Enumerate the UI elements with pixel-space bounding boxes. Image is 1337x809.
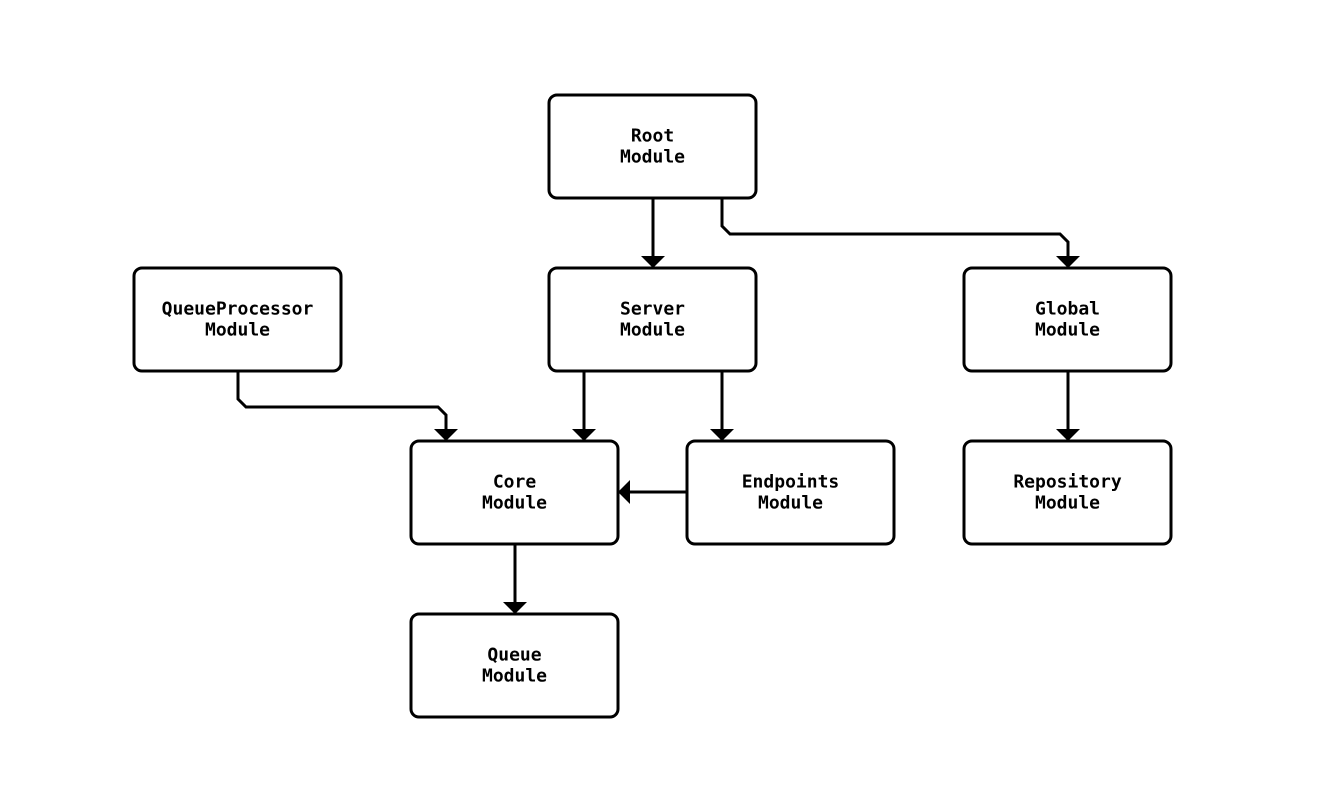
arrowhead-icon (710, 429, 734, 441)
node-box (547, 93, 758, 200)
node-box (409, 612, 620, 719)
node-box (685, 439, 896, 546)
node-label-line: Global (1035, 299, 1100, 320)
arrowhead-icon (572, 429, 596, 441)
node-label-line: Module (758, 493, 823, 514)
arrowhead-icon (503, 602, 527, 614)
node-label-line: Endpoints (742, 472, 840, 493)
node-label-line: Module (205, 320, 270, 341)
arrowhead-icon (1056, 256, 1080, 268)
node-label-line: QueueProcessor (162, 299, 314, 320)
node-label-line: Core (493, 472, 537, 493)
edge-server-core (572, 371, 596, 441)
arrowhead-icon (618, 480, 630, 504)
edge-server-endpoints (710, 371, 734, 441)
node-label-line: Module (620, 147, 685, 168)
node-label-line: Module (1035, 320, 1100, 341)
edge-root-server (641, 198, 665, 268)
node-label-line: Module (482, 666, 547, 687)
edge-endpoints-core (618, 480, 687, 504)
nodes-layer: RootModuleServerModuleGlobalModuleQueueP… (132, 93, 1173, 719)
edge-root-global (720, 198, 1080, 268)
arrowhead-icon (434, 429, 458, 441)
node-box (962, 266, 1173, 373)
edge-line (720, 198, 1070, 256)
node-label-line: Module (1035, 493, 1100, 514)
arrowhead-icon (1056, 429, 1080, 441)
node-label-line: Queue (487, 645, 541, 666)
node-label-line: Server (620, 299, 685, 320)
edge-core-queue (503, 544, 527, 614)
node-box (409, 439, 620, 546)
node-box (547, 266, 758, 373)
node-label-line: Repository (1013, 472, 1122, 493)
node-box (132, 266, 343, 373)
edge-queueprocessor-core (236, 371, 458, 441)
edge-global-repository (1056, 371, 1080, 441)
edges-layer (236, 198, 1080, 614)
node-label-line: Root (631, 126, 674, 147)
node-label-line: Module (482, 493, 547, 514)
edge-line (236, 371, 448, 429)
node-label-line: Module (620, 320, 685, 341)
arrowhead-icon (641, 256, 665, 268)
node-box (962, 439, 1173, 546)
